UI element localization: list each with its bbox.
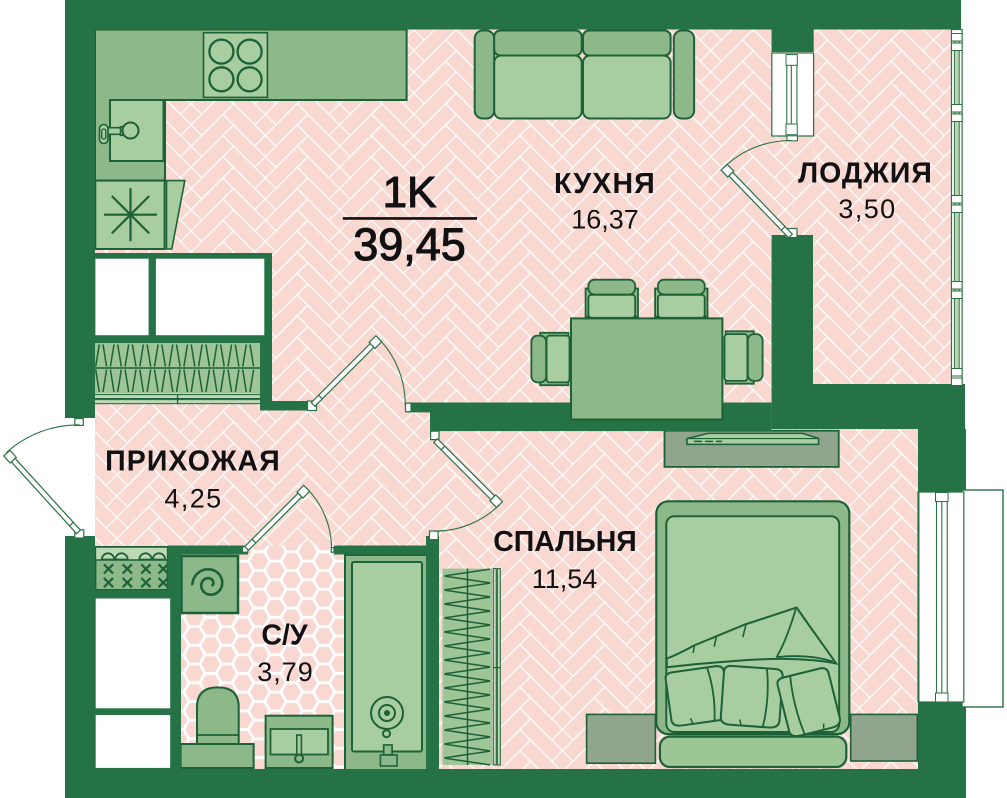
svg-text:ЛОДЖИЯ: ЛОДЖИЯ xyxy=(798,158,933,190)
svg-text:16,37: 16,37 xyxy=(571,204,639,234)
svg-text:3,79: 3,79 xyxy=(257,657,314,687)
svg-text:4,25: 4,25 xyxy=(164,484,222,514)
svg-text:1K: 1K xyxy=(383,168,437,217)
svg-text:11,54: 11,54 xyxy=(532,564,598,594)
svg-text:39,45: 39,45 xyxy=(353,219,466,270)
svg-text:3,50: 3,50 xyxy=(838,194,896,224)
svg-text:С/У: С/У xyxy=(261,620,308,652)
svg-text:СПАЛЬНЯ: СПАЛЬНЯ xyxy=(493,526,637,558)
svg-text:ПРИХОЖАЯ: ПРИХОЖАЯ xyxy=(105,446,281,478)
svg-text:КУХНЯ: КУХНЯ xyxy=(554,168,656,200)
